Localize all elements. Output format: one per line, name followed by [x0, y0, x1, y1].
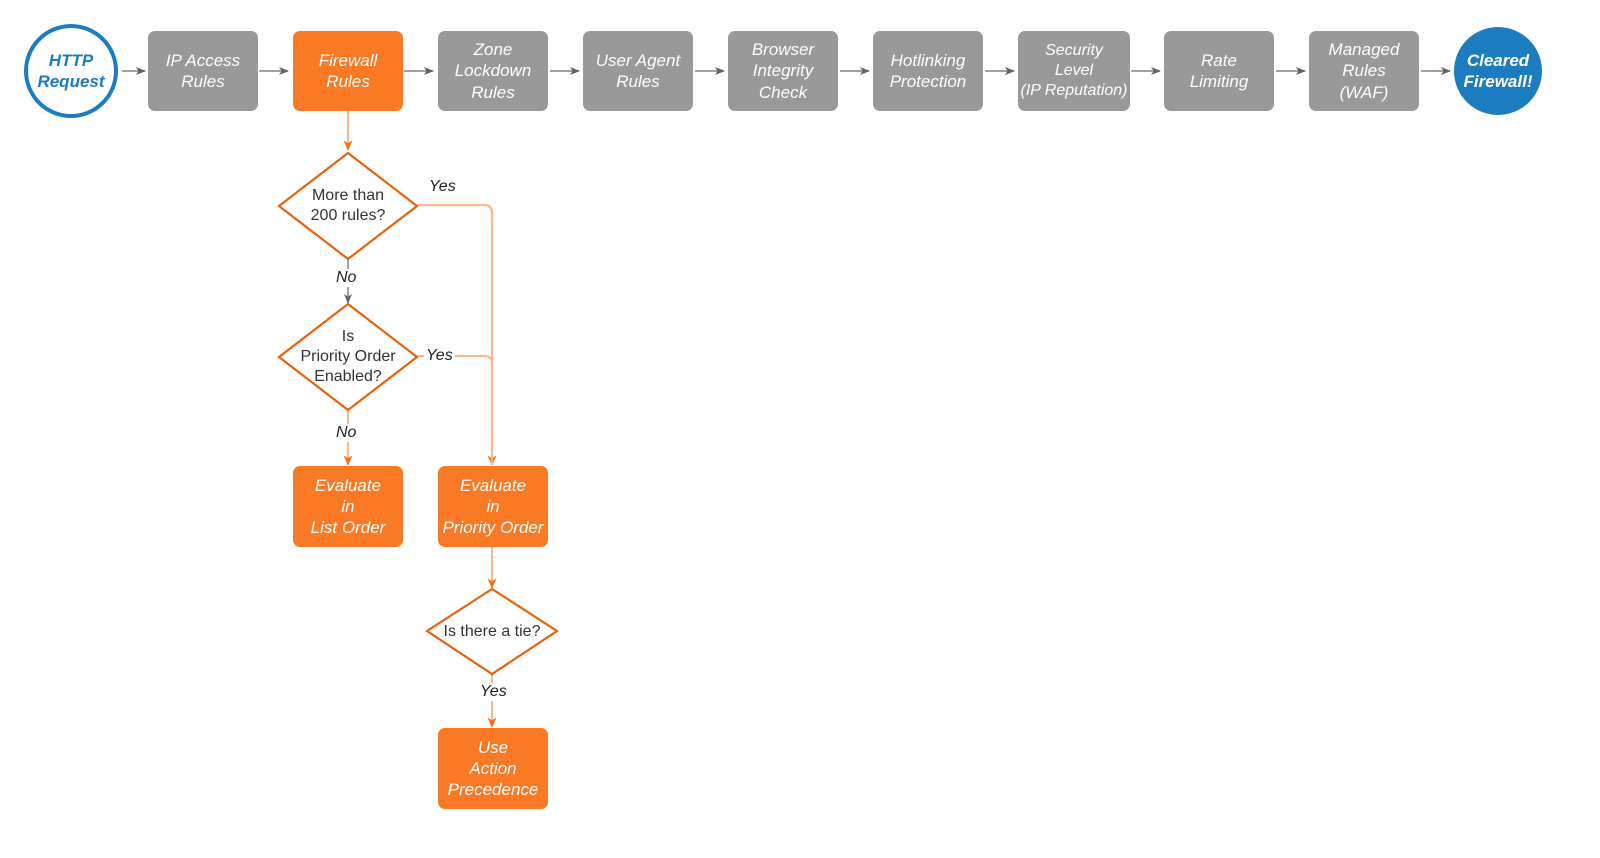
decision-more-than-200-rules[interactable]: More than 200 rules?	[279, 153, 417, 259]
decision-label: More than 200 rules?	[310, 187, 386, 224]
node-rate-limiting[interactable]: Rate Limiting	[1164, 31, 1274, 111]
edge-label-tie-yes: Yes	[478, 683, 509, 701]
node-security-level[interactable]: Security Level (IP Reputation)	[1018, 31, 1130, 111]
node-firewall-rules[interactable]: Firewall Rules	[293, 31, 403, 111]
edge-label-more-rules-no: No	[334, 269, 359, 287]
decision-is-there-a-tie[interactable]: Is there a tie?	[427, 589, 557, 674]
node-browser-integrity-check[interactable]: Browser Integrity Check	[728, 31, 838, 111]
edge-label-priority-yes: Yes	[424, 347, 455, 365]
node-http-request[interactable]: HTTP Request	[24, 24, 118, 118]
node-cleared-firewall[interactable]: Cleared Firewall!	[1454, 27, 1542, 115]
decision-label: Is Priority Order Enabled?	[300, 328, 396, 385]
edge-label-more-rules-yes: Yes	[427, 178, 458, 196]
node-zone-lockdown-rules[interactable]: Zone Lockdown Rules	[438, 31, 548, 111]
node-ip-access-rules[interactable]: IP Access Rules	[148, 31, 258, 111]
node-evaluate-in-priority-order[interactable]: Evaluate in Priority Order	[438, 466, 548, 547]
decision-label: Is there a tie?	[443, 622, 541, 640]
node-use-action-precedence[interactable]: Use Action Precedence	[438, 728, 548, 809]
decision-priority-order-enabled[interactable]: Is Priority Order Enabled?	[279, 304, 417, 410]
node-evaluate-in-list-order[interactable]: Evaluate in List Order	[293, 466, 403, 547]
node-user-agent-rules[interactable]: User Agent Rules	[583, 31, 693, 111]
edge-label-priority-no: No	[334, 424, 359, 442]
node-hotlinking-protection[interactable]: Hotlinking Protection	[873, 31, 983, 111]
node-managed-rules-waf[interactable]: Managed Rules (WAF)	[1309, 31, 1419, 111]
edge-d1-yes	[418, 203, 497, 466]
edge-d2-yes	[418, 354, 494, 465]
